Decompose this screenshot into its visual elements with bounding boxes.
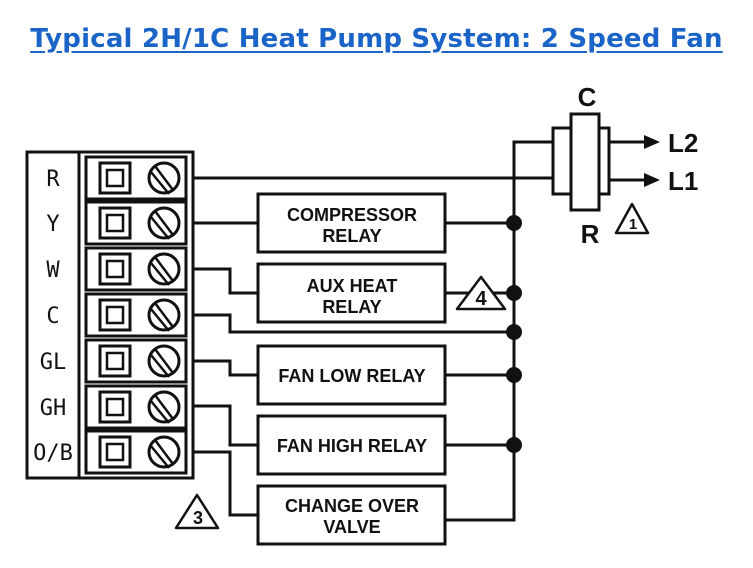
terminal-screws xyxy=(98,161,181,469)
terminal-screw-icon-gh xyxy=(147,390,181,424)
junction-dot xyxy=(506,285,522,301)
terminal-label-ob: O/B xyxy=(33,441,73,466)
terminal-clamp-icon-r xyxy=(98,161,132,195)
line-label-l1: L1 xyxy=(668,166,698,196)
change-over-line2: VALVE xyxy=(323,517,380,537)
fan-low-relay-label: FAN LOW RELAY xyxy=(278,366,425,386)
terminal-screw-icon-r xyxy=(147,161,181,195)
note-3-number: 3 xyxy=(193,508,203,528)
note-1-number: 1 xyxy=(629,216,637,233)
terminal-screw-icon-w xyxy=(147,252,181,286)
gh-wire xyxy=(193,404,258,447)
transformer-icon xyxy=(551,112,611,212)
note-4-number: 4 xyxy=(475,288,487,310)
terminal-screw-icon-gl xyxy=(147,344,181,378)
terminal-clamp-icon-gl xyxy=(98,344,132,378)
diagram-title: Typical 2H/1C Heat Pump System: 2 Speed … xyxy=(30,24,723,54)
change-over-line1: CHANGE OVER xyxy=(285,496,419,516)
terminal-label-y: Y xyxy=(46,212,59,237)
terminal-clamp-icon-ob xyxy=(98,435,132,469)
aux-heat-relay-line2: RELAY xyxy=(322,297,381,317)
junction-dot xyxy=(506,437,522,453)
terminal-screw-icon-y xyxy=(147,206,181,240)
compressor-relay-line2: RELAY xyxy=(322,226,381,246)
terminal-screw-icon-ob xyxy=(147,435,181,469)
terminal-label-c: C xyxy=(46,304,59,329)
w-wire xyxy=(193,267,258,295)
line-label-l2: L2 xyxy=(668,128,698,158)
l1-arrow-icon xyxy=(644,173,660,187)
terminal-label-w: W xyxy=(46,258,60,283)
terminal-clamp-icon-y xyxy=(98,206,132,240)
terminal-label-gh: GH xyxy=(40,396,67,421)
terminal-clamp-icon-gh xyxy=(98,390,132,424)
gl-wire xyxy=(193,359,258,377)
junction-dot xyxy=(506,324,522,340)
ob-wire xyxy=(193,450,258,517)
note-4-triangle-icon xyxy=(455,275,507,311)
compressor-relay-line1: COMPRESSOR xyxy=(287,205,417,225)
junction-dot xyxy=(506,367,522,383)
c-wire xyxy=(193,313,514,334)
transformer-label-r: R xyxy=(581,219,600,249)
junction-dot xyxy=(506,215,522,231)
terminal-block xyxy=(25,150,195,480)
note-3-triangle-icon xyxy=(174,493,220,530)
note-1-triangle-icon xyxy=(614,202,650,235)
terminal-label-gl: GL xyxy=(40,350,67,375)
terminal-label-r: R xyxy=(46,167,60,192)
transformer-label-c: C xyxy=(578,82,597,112)
terminal-clamp-icon-c xyxy=(98,298,132,332)
fan-high-relay-label: FAN HIGH RELAY xyxy=(277,436,427,456)
l2-arrow-icon xyxy=(644,135,660,149)
terminal-screw-icon-c xyxy=(147,298,181,332)
terminal-clamp-icon-w xyxy=(98,252,132,286)
aux-heat-relay-line1: AUX HEAT xyxy=(307,276,398,296)
